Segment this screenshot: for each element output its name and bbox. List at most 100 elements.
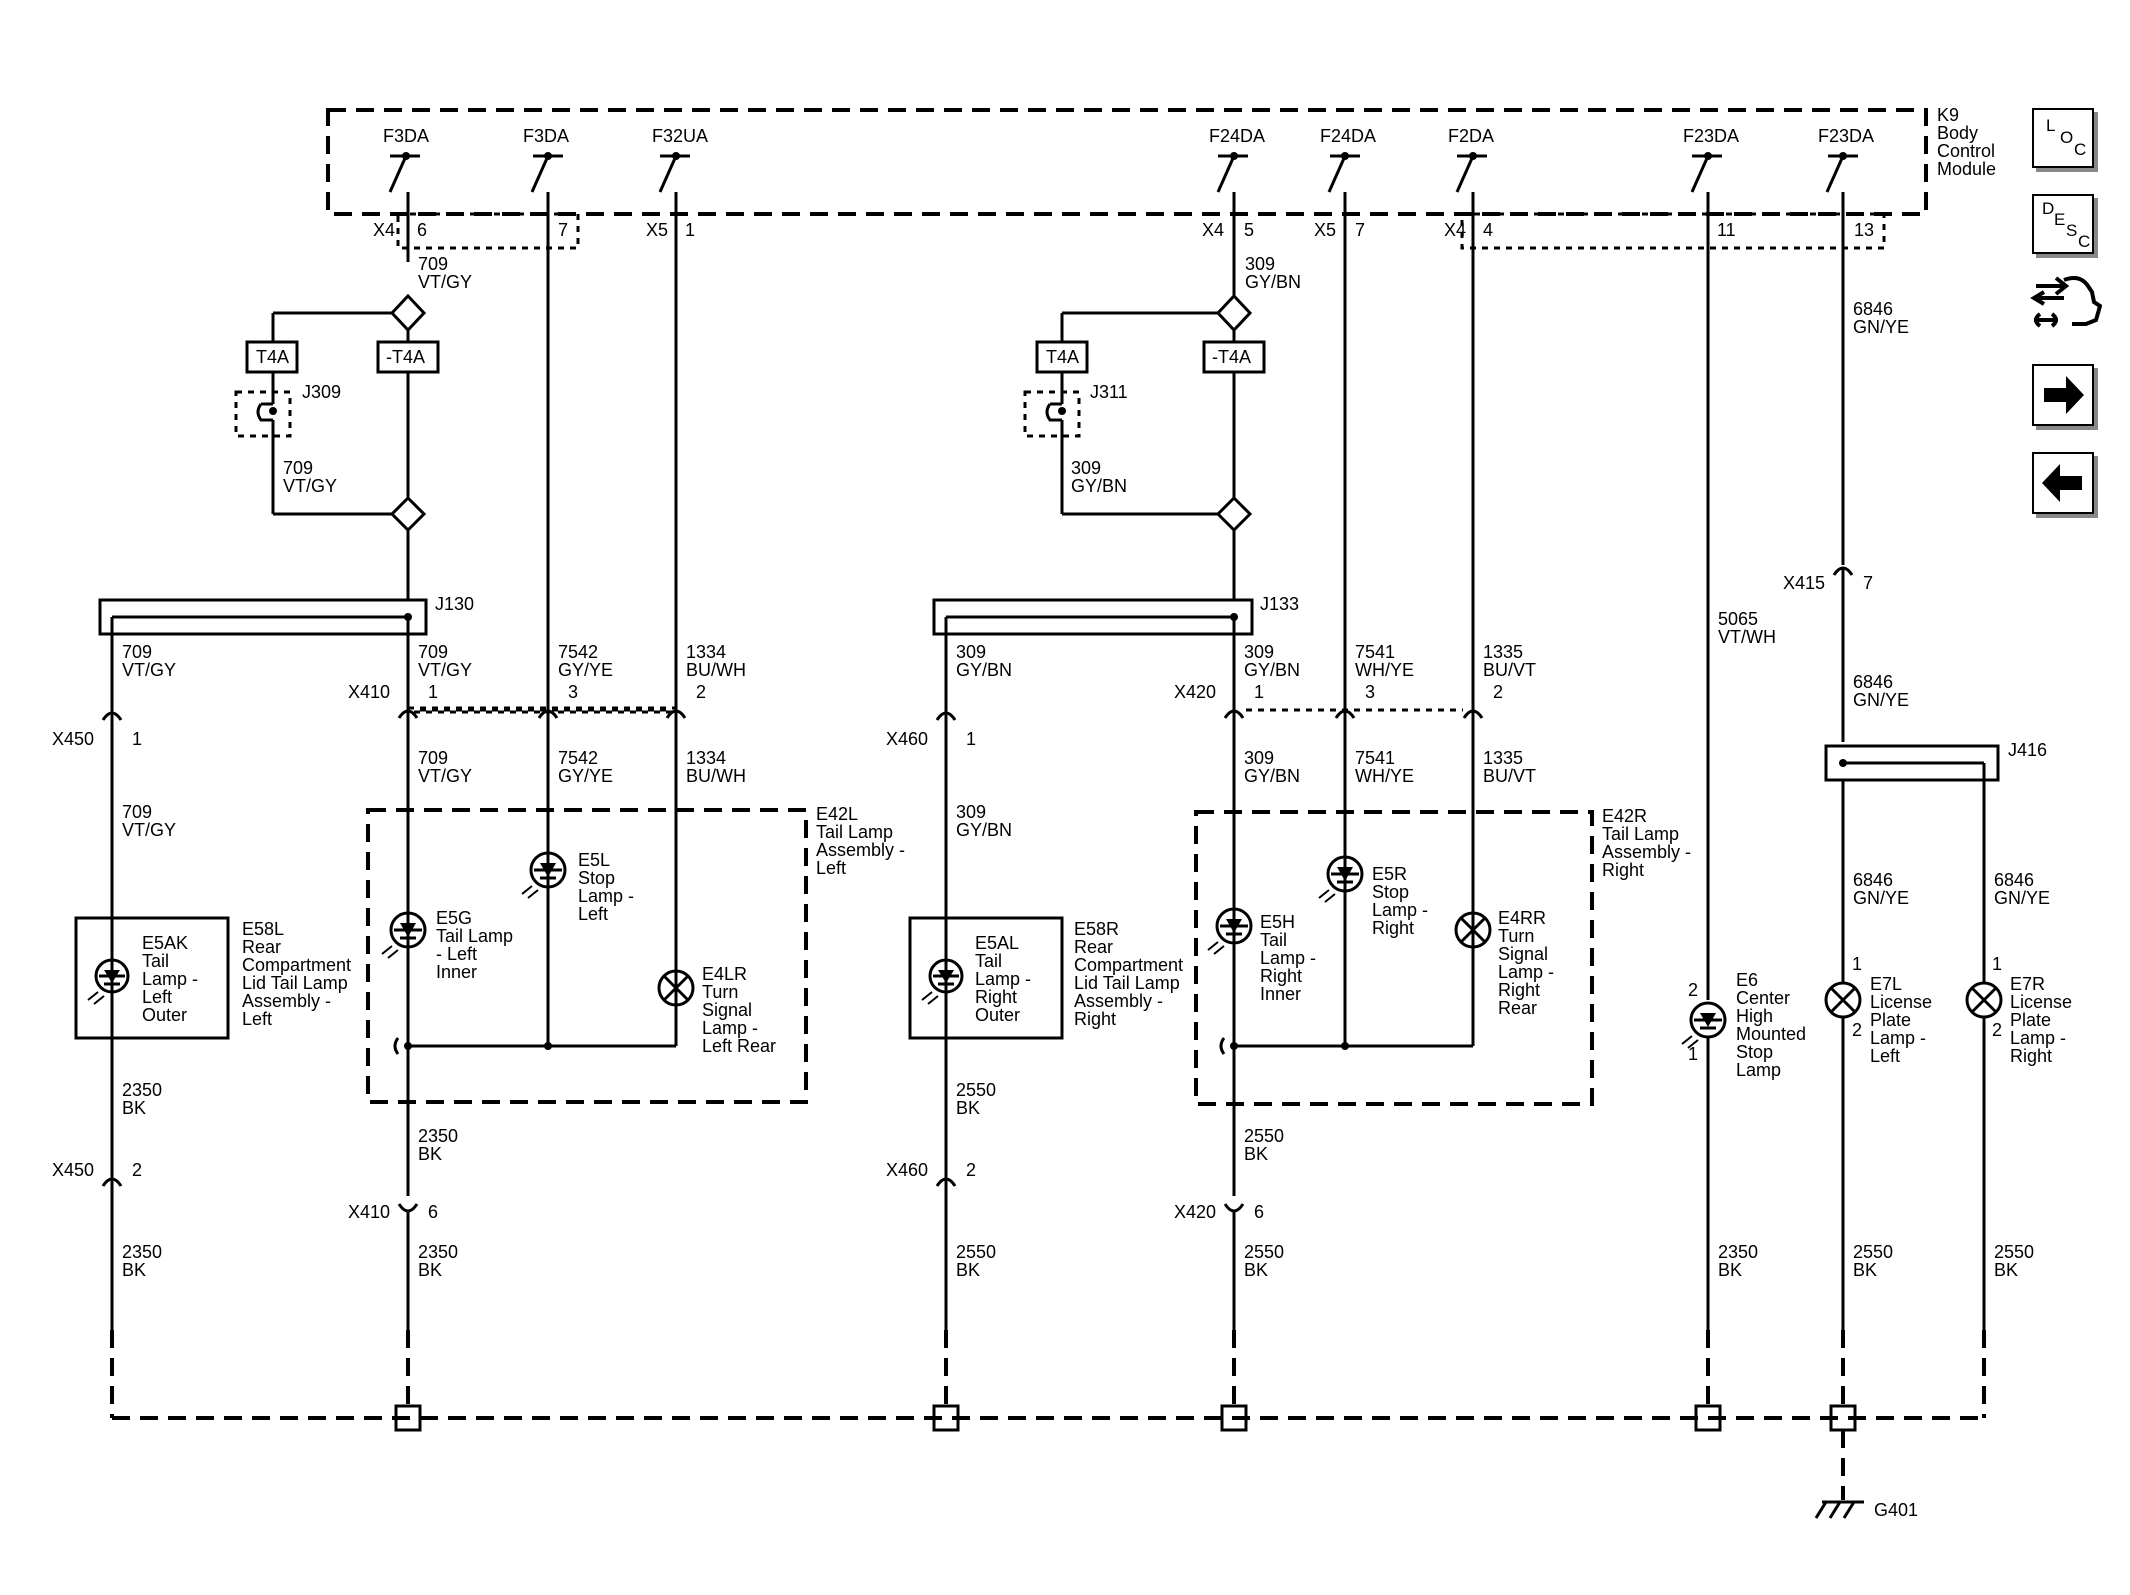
svg-text:7542: 7542 [558,748,598,768]
svg-text:709: 709 [283,458,313,478]
svg-text:- Left: - Left [436,944,477,964]
svg-text:309: 309 [956,802,986,822]
next-page-button[interactable] [2032,364,2094,426]
svg-text:BK: BK [122,1260,146,1280]
lamp-e4rr: E4RR Turn Signal Lamp - Right Rear [1454,908,1554,1018]
svg-text:2550: 2550 [1244,1242,1284,1262]
svg-text:E6: E6 [1736,970,1758,990]
svg-text:BK: BK [1853,1260,1877,1280]
svg-text:GY/BN: GY/BN [956,660,1012,680]
lamp-e5h: E5H Tail Lamp - Right Inner [1207,907,1316,1004]
svg-text:Left: Left [578,904,608,924]
connector-x460-1: X460 1 [886,700,976,749]
svg-text:Inner: Inner [436,962,477,982]
svg-text:E5AL: E5AL [975,933,1019,953]
svg-text:Lamp -: Lamp - [1870,1028,1926,1048]
svg-text:VT/WH: VT/WH [1718,627,1776,647]
svg-text:GY/BN: GY/BN [1244,766,1300,786]
right-option-circuit: T4A -T4A J311 309 GY/BN 309 GY/BN [1023,254,1301,600]
description-button[interactable]: D E S C [2032,194,2094,254]
svg-text:3: 3 [568,682,578,702]
bcm-pin-p3: F32UA X5 1 [646,126,708,700]
svg-text:F2DA: F2DA [1448,126,1494,146]
svg-text:Outer: Outer [975,1005,1020,1025]
location-button[interactable]: L O C [2032,108,2094,168]
svg-text:Signal: Signal [702,1000,752,1020]
svg-text:709: 709 [418,748,448,768]
jumper-j311 [1023,390,1081,438]
svg-text:Compartment: Compartment [242,955,351,975]
svg-text:2: 2 [1688,980,1698,1000]
svg-text:2350: 2350 [122,1242,162,1262]
svg-text:1: 1 [966,729,976,749]
assembly-e58l: E5AK Tail Lamp - Left Outer E58L Rear Co… [74,916,351,1040]
svg-text:6: 6 [417,220,427,240]
svg-text:VT/GY: VT/GY [418,766,472,786]
svg-text:2350: 2350 [122,1080,162,1100]
bcm-pin-p5: F24DA X5 7 [1314,126,1376,700]
svg-text:WH/YE: WH/YE [1355,660,1414,680]
svg-text:E58R: E58R [1074,919,1119,939]
diagnostic-tool-icon[interactable] [2030,272,2103,340]
svg-text:GY/BN: GY/BN [1071,476,1127,496]
svg-text:F23DA: F23DA [1683,126,1739,146]
bcm-pin-p7: F23DA 11 [1683,126,1739,1000]
svg-text:Rear: Rear [1498,998,1537,1018]
svg-text:Right: Right [2010,1046,2052,1066]
svg-text:E5AK: E5AK [142,933,188,953]
desc-letter: E [2054,210,2066,229]
svg-text:Inner: Inner [1260,984,1301,1004]
svg-text:X415: X415 [1783,573,1825,593]
svg-text:Tail: Tail [975,951,1002,971]
svg-text:1334: 1334 [686,642,726,662]
svg-text:1: 1 [1254,682,1264,702]
svg-text:Lamp -: Lamp - [702,1018,758,1038]
previous-page-button[interactable] [2032,452,2094,514]
svg-text:6: 6 [428,1202,438,1222]
svg-text:709: 709 [418,254,448,274]
svg-text:Left: Left [242,1009,272,1029]
svg-text:J133: J133 [1260,594,1299,614]
bcm-pin-p6: F2DA X4 4 [1444,126,1494,700]
svg-text:J311: J311 [1090,382,1128,402]
svg-text:Control: Control [1937,141,1995,161]
arrow-left-icon [2042,464,2082,502]
svg-text:13: 13 [1854,220,1874,240]
svg-text:709: 709 [122,642,152,662]
svg-text:1335: 1335 [1483,748,1523,768]
svg-text:License: License [2010,992,2072,1012]
svg-text:2550: 2550 [1853,1242,1893,1262]
svg-text:Assembly -: Assembly - [1074,991,1163,1011]
svg-text:11: 11 [1717,220,1736,240]
svg-text:BK: BK [1244,1144,1268,1164]
svg-text:Rear: Rear [1074,937,1113,957]
svg-text:Stop: Stop [578,868,615,888]
svg-text:2: 2 [966,1160,976,1180]
svg-text:GN/YE: GN/YE [1853,317,1909,337]
svg-text:VT/GY: VT/GY [418,660,472,680]
svg-text:309: 309 [1244,642,1274,662]
svg-text:6846: 6846 [1853,870,1893,890]
svg-text:309: 309 [1244,748,1274,768]
lamp-e5l: E5L Stop Lamp - Left [521,850,634,924]
svg-text:VT/GY: VT/GY [283,476,337,496]
svg-text:J416: J416 [2008,740,2047,760]
svg-text:High: High [1736,1006,1773,1026]
svg-text:309: 309 [956,642,986,662]
svg-text:J309: J309 [302,382,341,402]
lamp-e5g: E5G Tail Lamp - Left Inner [381,908,513,982]
svg-text:Right: Right [975,987,1017,1007]
svg-text:BK: BK [122,1098,146,1118]
bcm-pin-p4: F24DA X4 5 [1202,126,1265,296]
left-option-circuit: T4A -T4A J309 709 VT/GY 709 VT/GY [234,254,472,600]
svg-text:X450: X450 [52,1160,94,1180]
svg-text:X460: X460 [886,729,928,749]
svg-text:F3DA: F3DA [383,126,429,146]
svg-text:E5R: E5R [1372,864,1407,884]
svg-text:E5L: E5L [578,850,610,870]
svg-text:GY/BN: GY/BN [956,820,1012,840]
